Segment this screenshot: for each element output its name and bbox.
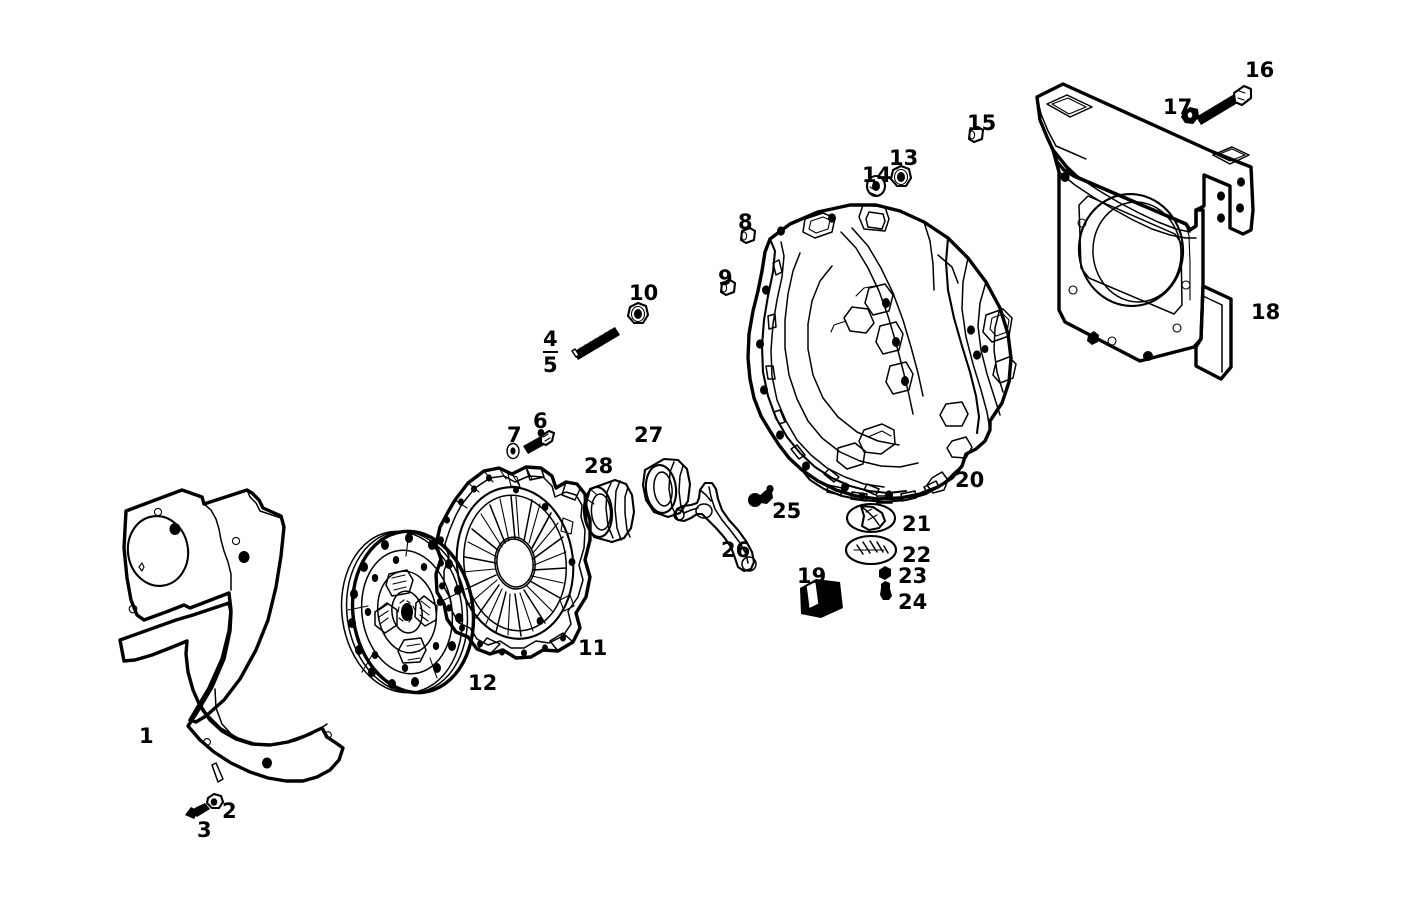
callout-18: 18 (1251, 300, 1281, 324)
callout-10: 10 (629, 281, 659, 305)
part-hex-nut-23 (879, 566, 891, 580)
callout-5: 5 (543, 353, 558, 378)
callout-28: 28 (584, 454, 614, 478)
callout-14: 14 (862, 163, 892, 187)
callout-22: 22 (902, 543, 932, 567)
part-guide-sleeve-seal-27 (641, 457, 692, 519)
part-cover-cap-21 (845, 502, 897, 534)
callout-13: 13 (889, 146, 919, 170)
callout-1: 1 (139, 724, 154, 748)
part-release-bearing-28 (582, 478, 636, 544)
part-hex-nut-17 (1181, 107, 1199, 124)
part-clutch-pressure-plate (434, 465, 592, 660)
part-stud-4-5 (571, 327, 620, 360)
part-cover-plate-upper (122, 488, 286, 724)
callout-20: 20 (955, 468, 985, 492)
part-clutch-friction-disc (340, 529, 476, 695)
callout-4: 4 (543, 328, 558, 354)
callout-11: 11 (578, 636, 608, 660)
callout-25: 25 (772, 499, 802, 523)
callout-3: 3 (197, 818, 212, 842)
callout-8: 8 (738, 210, 753, 234)
part-release-fork-26 (673, 481, 757, 573)
part-hex-nut-13 (889, 164, 913, 188)
part-ball-pivot-stud-25 (748, 485, 774, 507)
part-dowel-sleeve-8 (739, 226, 757, 245)
callout-12: 12 (468, 671, 498, 695)
callout-7: 7 (507, 423, 522, 447)
callout-2: 2 (222, 799, 237, 823)
part-hex-nut-10 (626, 301, 650, 325)
callout-19: 19 (797, 564, 827, 588)
part-dowel-sleeve-9 (719, 278, 737, 297)
callout-21: 21 (902, 512, 932, 536)
callout-6: 6 (533, 409, 548, 433)
part-hex-bolt-3 (185, 803, 210, 819)
callout-9: 9 (718, 266, 733, 290)
callout-24: 24 (898, 590, 928, 614)
callout-27: 27 (634, 423, 664, 447)
part-inspection-cover-22 (844, 534, 898, 566)
part-washer-7 (506, 442, 520, 460)
part-dowel-sleeve-15 (967, 125, 985, 144)
callout-16: 16 (1245, 58, 1275, 82)
part-guide-sleeve-bolt-6 (523, 429, 556, 454)
callout-23: 23 (898, 564, 928, 588)
part-bolt-24 (880, 581, 892, 600)
callout-15: 15 (967, 111, 997, 135)
part-lock-washer-14 (865, 174, 887, 198)
callout-17: 17 (1163, 95, 1193, 119)
part-hex-nut-2 (205, 792, 225, 810)
callout-26: 26 (721, 538, 751, 562)
part-bell-housing-20 (746, 203, 1017, 504)
part-connector-block-19 (800, 579, 843, 618)
callout-4-5: 4 5 (543, 328, 558, 376)
part-cover-plate-lower (118, 601, 345, 783)
part-hex-bolt-16 (1196, 84, 1253, 125)
part-engine-mount-bracket-18 (1035, 82, 1255, 381)
